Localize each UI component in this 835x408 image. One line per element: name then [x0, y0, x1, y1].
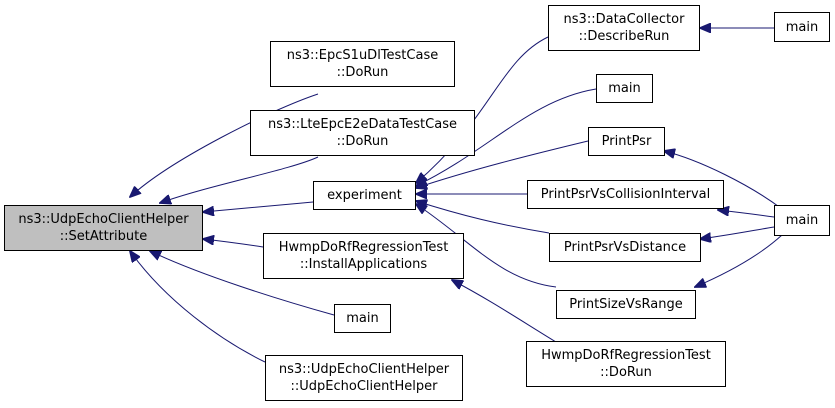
- node-main-right[interactable]: main: [774, 205, 830, 236]
- node-print-psr-vs-collision-interval[interactable]: PrintPsrVsCollisionInterval: [527, 180, 724, 209]
- node-main-middle[interactable]: main: [596, 74, 653, 103]
- node-hwmp-do-rf-regression-test-do-run[interactable]: HwmpDoRfRegressionTest ::DoRun: [526, 341, 726, 387]
- node-label-line-1: ns3::UdpEchoClientHelper: [18, 212, 189, 227]
- node-print-psr-vs-distance[interactable]: PrintPsrVsDistance: [549, 233, 701, 262]
- node-label-line-1: HwmpDoRfRegressionTest: [278, 240, 449, 255]
- edge-mainright-to-sizerange: [695, 234, 783, 287]
- node-label-line-1: ns3::EpcS1uDlTestCase: [286, 48, 439, 63]
- edge-hwmpinst-to-root: [203, 239, 264, 248]
- node-udp-echo-client-helper-set-attribute: ns3::UdpEchoClientHelper ::SetAttribute: [4, 205, 203, 251]
- node-label-line-2: ::DescribeRun: [578, 29, 670, 44]
- node-label: PrintPsrVsCollisionInterval: [540, 187, 711, 202]
- node-label: PrintSizeVsRange: [569, 297, 683, 312]
- node-label: main: [785, 19, 819, 35]
- node-experiment[interactable]: experiment: [313, 181, 416, 210]
- node-main-top-right[interactable]: main: [774, 12, 830, 42]
- edge-udpctor-to-root: [130, 251, 266, 363]
- node-label-line-2: ::InstallApplications: [299, 257, 428, 272]
- node-label-line-2: ::DoRun: [336, 134, 389, 149]
- node-label: main: [346, 311, 379, 326]
- node-label-line-2: ::DoRun: [600, 365, 652, 380]
- node-print-size-vs-range[interactable]: PrintSizeVsRange: [556, 290, 696, 319]
- node-hwmp-do-rf-regression-test-install-applications[interactable]: HwmpDoRfRegressionTest ::InstallApplicat…: [263, 233, 464, 279]
- edge-psrdist-to-experiment: [416, 201, 550, 234]
- edge-datacoll-to-experiment: [416, 36, 549, 183]
- node-udp-echo-client-helper-constructor[interactable]: ns3::UdpEchoClientHelper ::UdpEchoClient…: [265, 355, 463, 401]
- node-data-collector-describe-run[interactable]: ns3::DataCollector ::DescribeRun: [548, 5, 700, 51]
- node-main-bottom[interactable]: main: [334, 304, 391, 333]
- node-label-line-1: ns3::UdpEchoClientHelper: [278, 362, 450, 377]
- edge-mainB-to-experiment: [416, 88, 597, 186]
- edge-hwmprun-to-hwmpinst: [452, 280, 557, 343]
- node-label: experiment: [327, 188, 402, 203]
- edge-psr-to-experiment: [416, 140, 589, 188]
- node-label-line-2: ::DoRun: [336, 65, 389, 80]
- node-label-line-2: ::UdpEchoClientHelper: [290, 379, 438, 394]
- edge-mainA-to-root: [150, 251, 335, 316]
- edge-lteepc-to-root: [160, 156, 319, 203]
- edge-sizerange-to-experiment: [416, 204, 557, 288]
- node-label: PrintPsrVsDistance: [563, 240, 687, 255]
- node-label: PrintPsr: [601, 134, 652, 149]
- node-label-line-2: ::SetAttribute: [59, 229, 148, 244]
- node-print-psr[interactable]: PrintPsr: [588, 127, 665, 156]
- edge-epcs1-to-root: [130, 93, 319, 197]
- edge-experiment-to-root: [203, 201, 314, 212]
- edge-mainright-to-psr: [664, 151, 783, 210]
- node-label: main: [785, 213, 819, 228]
- node-label-line-1: ns3::LteEpcE2eDataTestCase: [268, 117, 457, 132]
- node-lte-epc-e2e-data-test-case-do-run[interactable]: ns3::LteEpcE2eDataTestCase ::DoRun: [250, 110, 475, 156]
- node-label-line-1: ns3::DataCollector: [563, 12, 685, 27]
- edge-mainright-to-psrcoll: [718, 210, 775, 218]
- node-label: main: [608, 81, 641, 96]
- edge-mainright-to-psrdist: [700, 226, 775, 239]
- node-epc-s1u-dl-test-case-do-run[interactable]: ns3::EpcS1uDlTestCase ::DoRun: [270, 41, 455, 87]
- node-label-line-1: HwmpDoRfRegressionTest: [541, 348, 711, 363]
